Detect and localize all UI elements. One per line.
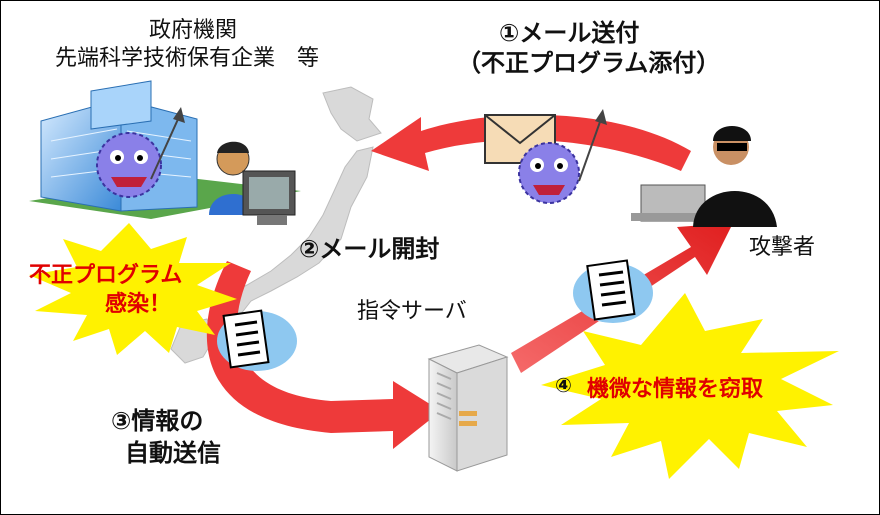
infection-label-line2: 感染！ [105, 292, 172, 317]
step4-number: ④ [555, 373, 572, 397]
target-org-label-line2: 先端科学技術保有企業 等 [55, 46, 320, 71]
step3-label-line1: ③情報の [111, 407, 204, 435]
step3-label-line2: 自動送信 [125, 439, 221, 467]
step2-label: ②メール開封 [299, 235, 440, 263]
theft-burst [541, 293, 839, 479]
arrow-auto-send [206, 261, 441, 449]
virus-icon [518, 109, 607, 204]
server-label: 指令サーバ [357, 299, 467, 324]
virus-icon [96, 107, 185, 198]
step4-label: 機微な情報を窃取 [587, 377, 764, 402]
document-icon [217, 309, 297, 371]
target-org-label-line1: 政府機関 [149, 18, 238, 43]
infection-label-line1: 不正プログラム [29, 263, 183, 288]
infection-burst [29, 223, 237, 355]
command-server-icon [427, 344, 509, 472]
step1-label: ①メール送付 [499, 19, 640, 47]
step1-sublabel: （不正プログラム添付） [457, 49, 721, 77]
document-icon [573, 259, 653, 323]
attacker-label: 攻撃者 [749, 235, 816, 260]
pc-user-icon [209, 141, 296, 225]
attacker-icon [631, 126, 777, 227]
arrow-mail-send [371, 114, 691, 171]
